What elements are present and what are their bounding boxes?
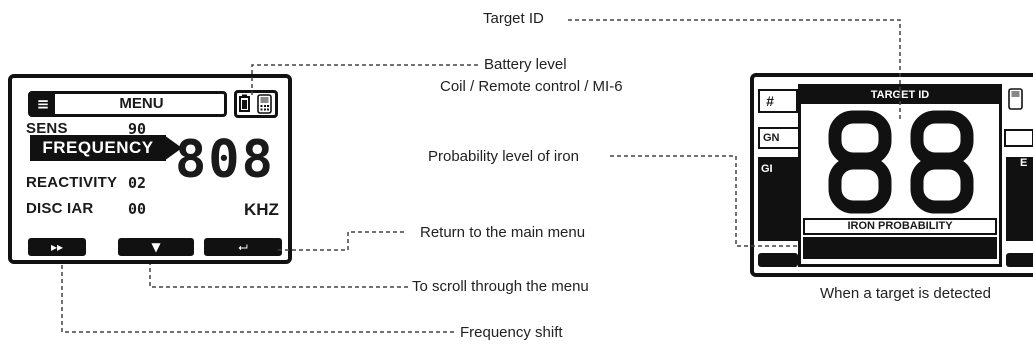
partial-right-block: E bbox=[1006, 157, 1033, 241]
iron-probability-bar bbox=[803, 237, 997, 259]
menu-bar[interactable]: ≡ MENU bbox=[28, 91, 227, 117]
iron-probability-header: IRON PROBABILITY bbox=[803, 218, 997, 235]
selection-arrow-icon bbox=[164, 135, 182, 161]
partial-left-2-text: GI bbox=[761, 163, 773, 175]
row-frequency-selected[interactable]: FREQUENCY bbox=[30, 135, 166, 161]
coil-remote-label: Coil / Remote control / MI-6 bbox=[440, 78, 623, 95]
fast-forward-icon: ▸▸ bbox=[50, 240, 64, 254]
scroll-menu-label: To scroll through the menu bbox=[412, 278, 589, 295]
return-arrow-icon: ⮠ bbox=[238, 240, 248, 254]
row-disc-iar-value: 00 bbox=[128, 200, 147, 218]
partial-bottom-right bbox=[1006, 253, 1033, 267]
frequency-shift-button[interactable]: ▸▸ bbox=[28, 238, 86, 256]
leader-frequency-shift bbox=[61, 264, 454, 333]
battery-level-label: Battery level bbox=[484, 56, 567, 73]
target-id-popup: TARGET ID 88 IRON PROBABILITY bbox=[798, 84, 1002, 267]
hash-icon: # bbox=[758, 89, 798, 113]
status-icons bbox=[234, 90, 278, 118]
chevron-down-icon: ▼ bbox=[151, 240, 161, 254]
partial-right-text: E bbox=[1020, 157, 1028, 169]
target-id-label: Target ID bbox=[483, 10, 544, 27]
menu-screen: ≡ MENU SENS 90 FREQUENCY REACTIVITY 02 D… bbox=[8, 74, 292, 264]
partial-left-2: GI bbox=[758, 157, 802, 241]
remote-control-icon bbox=[257, 94, 272, 114]
row-sens-value: 90 bbox=[128, 120, 147, 138]
hamburger-icon[interactable]: ≡ bbox=[31, 94, 55, 114]
leader-probability bbox=[610, 155, 800, 247]
remote-control-icon-2 bbox=[1008, 88, 1023, 110]
leader-target-id bbox=[568, 19, 901, 120]
partial-bottom-left bbox=[758, 253, 798, 267]
menu-title: MENU bbox=[119, 95, 164, 112]
row-disc-iar-label[interactable]: DISC IAR bbox=[26, 200, 94, 217]
battery-icon bbox=[239, 94, 250, 112]
leader-scroll bbox=[149, 264, 408, 288]
row-sens-label[interactable]: SENS bbox=[26, 120, 68, 137]
row-reactivity-value: 02 bbox=[128, 174, 147, 192]
return-main-menu-label: Return to the main menu bbox=[420, 224, 586, 241]
leader-return bbox=[278, 231, 404, 251]
frequency-unit: KHZ bbox=[244, 200, 279, 219]
probability-iron-label: Probability level of iron bbox=[428, 148, 579, 165]
detect-caption: When a target is detected bbox=[820, 285, 991, 302]
leader-battery bbox=[251, 64, 478, 96]
return-button[interactable]: ⮠ bbox=[204, 238, 282, 256]
frequency-value: 808 bbox=[175, 130, 275, 190]
scroll-button[interactable]: ▼ bbox=[118, 238, 194, 256]
row-reactivity-label[interactable]: REACTIVITY bbox=[26, 174, 118, 191]
frequency-shift-label: Frequency shift bbox=[460, 324, 563, 341]
target-id-value-display: 88 bbox=[828, 110, 974, 214]
